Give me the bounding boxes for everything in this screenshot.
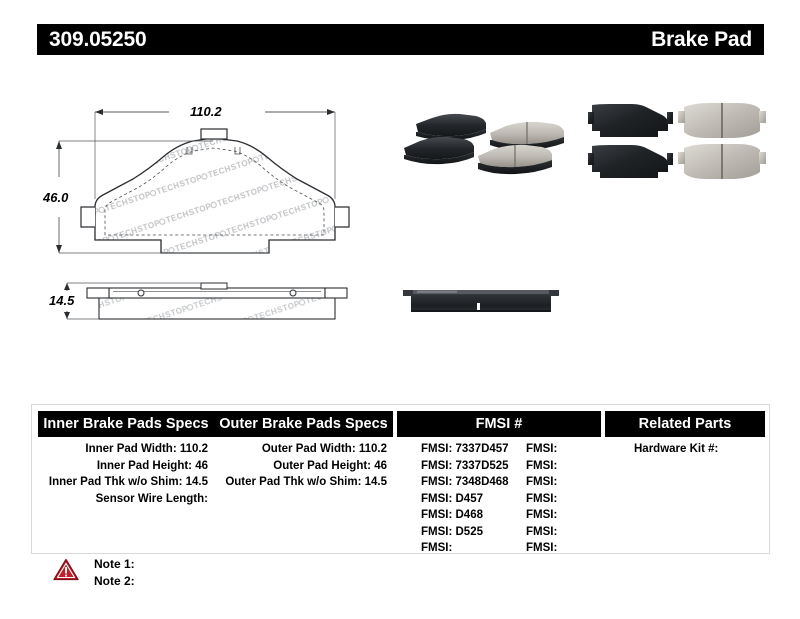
list-item: FMSI: [526,525,558,538]
dimension-thickness: 14.5 [49,293,75,308]
product-type: Brake Pad [651,28,752,51]
list-item: Sensor Wire Length: [95,492,208,505]
list-item: FMSI: [526,542,558,554]
column-header-outer-specs: Outer Brake Pads Specs [214,411,393,437]
list-item: FMSI: D457 [421,492,483,505]
list-item: Hardware Kit #: [634,443,719,455]
brake-pads-angled-photo [404,113,564,175]
title-bar: 309.05250 Brake Pad [37,24,764,55]
specs-table: Inner Brake Pads Specs Outer Brake Pads … [31,404,770,554]
brake-pads-topdown-photo [588,103,766,179]
list-item: Inner Pad Width: 110.2 [85,443,208,455]
warning-triangle-icon [53,558,79,581]
dimension-width: 110.2 [190,104,222,119]
column-header-fmsi: FMSI # [397,411,601,437]
list-item: FMSI: [526,459,558,472]
list-item: FMSI: [421,542,453,554]
related-parts-list: Hardware Kit #: [634,441,784,458]
list-item: Inner Pad Height: 46 [96,459,208,472]
list-item: FMSI: 7337D457 [421,443,509,455]
list-item: FMSI: D468 [421,509,483,521]
list-item: FMSI: [526,492,558,505]
brake-pad-edge-photo [403,290,559,312]
fmsi-list-primary: FMSI: 7337D457 FMSI: 7337D525 FMSI: 7348… [421,441,521,557]
list-item: Outer Pad Height: 46 [273,459,387,472]
list-item: FMSI: D525 [421,525,483,538]
technical-drawing: STOP TECH [37,95,397,345]
list-item: Outer Pad Thk w/o Shim: 14.5 [225,476,387,488]
list-item: FMSI: 7348D468 [421,476,509,488]
pad-outline-drawing: STOP TECH [56,109,350,320]
part-number: 309.05250 [49,28,147,51]
list-item: FMSI: 7337D525 [421,459,509,472]
list-item: FMSI: [526,443,558,455]
fmsi-list-secondary: FMSI: FMSI: FMSI: FMSI: FMSI: FMSI: FMSI… [526,441,606,557]
column-header-inner-specs: Inner Brake Pads Specs [38,411,214,437]
inner-specs-list: Inner Pad Width: 110.2 Inner Pad Height:… [38,441,214,507]
list-item: Inner Pad Thk w/o Shim: 14.5 [48,476,208,488]
table-header-row: Inner Brake Pads Specs Outer Brake Pads … [38,411,765,437]
dimension-height: 46.0 [43,190,69,205]
list-item: Outer Pad Width: 110.2 [261,443,387,455]
column-header-related-parts: Related Parts [605,411,765,437]
note-lines: Note 1: Note 2: [94,556,135,590]
list-item: FMSI: [526,476,558,488]
note-2: Note 2: [94,574,135,588]
note-1: Note 1: [94,557,135,571]
list-item: FMSI: [526,509,558,521]
outer-specs-list: Outer Pad Width: 110.2 Outer Pad Height:… [214,441,393,491]
